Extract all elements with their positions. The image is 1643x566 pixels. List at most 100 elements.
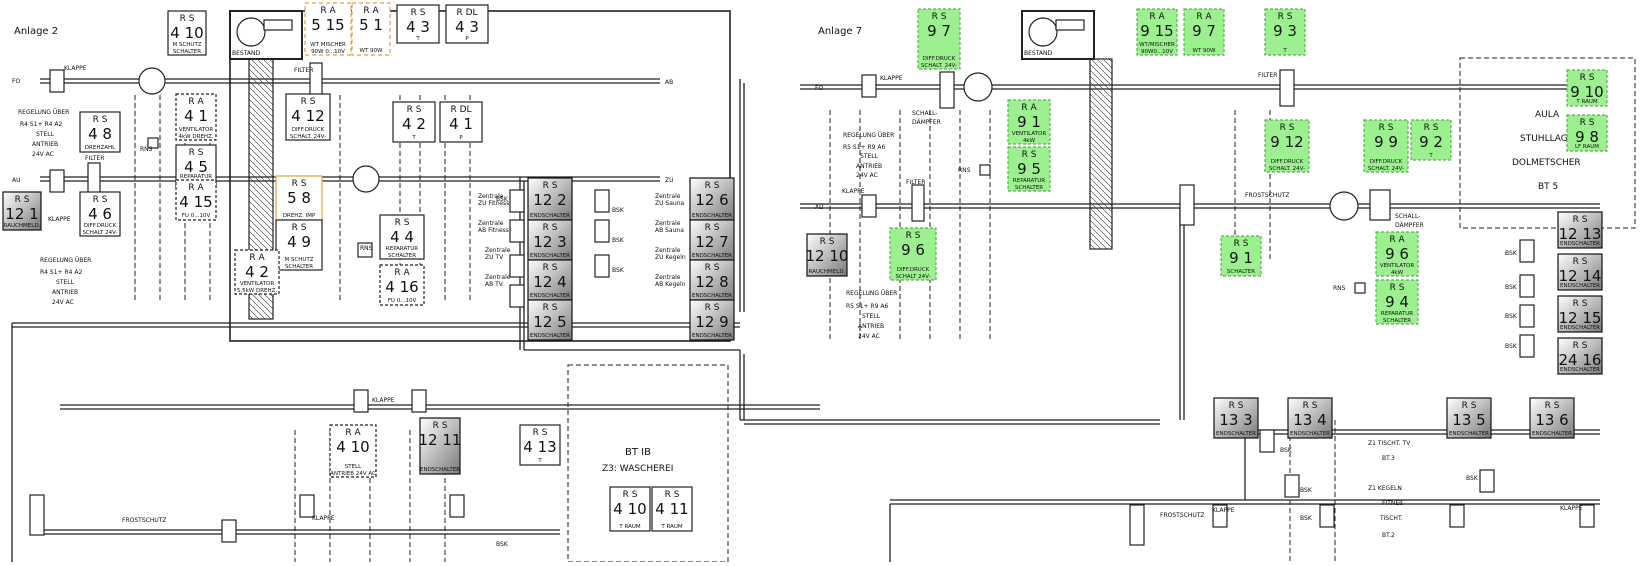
box-caption: ENDSCHALTER xyxy=(530,253,570,259)
box-caption: VENTILATOR xyxy=(179,127,214,133)
box-caption: T xyxy=(415,36,420,42)
box-caption: SCHALTER xyxy=(1015,185,1043,191)
box-header: R S xyxy=(1580,118,1595,128)
z-zu-fitness-2: ZU Fitness xyxy=(478,200,509,207)
box-value: 12 13 xyxy=(1559,225,1602,243)
box-value: 9 9 xyxy=(1374,133,1398,151)
label-bsk-7d: BSK xyxy=(1505,343,1518,350)
box-caption: SCHALT 24V- xyxy=(82,230,117,236)
label-bsk-7f: BSK xyxy=(1300,487,1313,494)
aula-2: STUHLLAGER xyxy=(1520,134,1580,144)
box-header: R S xyxy=(932,12,947,22)
anlage7-ducts xyxy=(800,84,1600,562)
box-value: 9 8 xyxy=(1575,128,1599,146)
box-value: 5 8 xyxy=(287,189,311,207)
box-caption: T RAUM xyxy=(660,524,682,530)
box-header: R S xyxy=(433,421,448,431)
box-header: R S xyxy=(1390,283,1405,293)
datapoint-b413: R S4 13T xyxy=(519,424,561,466)
datapoint-b43b: R DL4 3P xyxy=(445,4,489,44)
box-header: R S xyxy=(407,105,422,115)
z-ab-tv-1: Zentrale xyxy=(485,274,511,281)
tisch-tv-2: BT.3 xyxy=(1382,455,1395,462)
box-header: R S xyxy=(543,181,558,191)
box-caption: LF RAUM xyxy=(1575,144,1599,150)
box-value: 13 5 xyxy=(1452,411,1485,429)
box-value: 9 6 xyxy=(901,241,925,259)
reg2b-1: REGELUNG ÜBER xyxy=(40,257,91,264)
box-caption: 4kW xyxy=(1391,270,1404,276)
label-bsk-7h: BSK xyxy=(1466,475,1479,482)
box-value: 4 9 xyxy=(287,233,311,251)
box-caption: SCHALTER xyxy=(285,264,313,270)
box-value: 5 1 xyxy=(359,16,383,34)
label-klappe-4: KLAPPE xyxy=(312,515,335,522)
box-caption: ENDSCHALTER xyxy=(530,213,570,219)
box-caption: FU 0...10V xyxy=(388,298,417,304)
label-filter-2: FILTER xyxy=(85,155,104,162)
anlage2-equipment xyxy=(29,10,731,543)
box-caption: WT 90W xyxy=(1193,48,1217,54)
box-header: R S xyxy=(705,263,720,273)
z-zu-tv-2: ZU TV xyxy=(485,254,504,261)
reg2-4: ANTRIEB xyxy=(32,141,58,148)
z-ab-fitness-2: AB Fitness xyxy=(478,227,509,234)
box-header: R S xyxy=(705,223,720,233)
label-bsk-7c: BSK xyxy=(1505,313,1518,320)
label-rns-7b: RNS xyxy=(1333,285,1346,292)
box-caption: ENDSCHALTER xyxy=(1449,431,1489,437)
box-caption: DREHZ. IMP xyxy=(283,213,316,219)
box-value: 4 10 xyxy=(336,438,369,456)
box-caption: T xyxy=(411,135,416,141)
box-value: 12 7 xyxy=(695,233,728,251)
box-header: R S xyxy=(1462,401,1477,411)
box-header: R S xyxy=(411,8,426,18)
z-ab-kegeln-1: Zentrale xyxy=(655,274,681,281)
box-caption: WT/MISCHER xyxy=(1139,42,1175,48)
box-caption: ENDSCHALTER xyxy=(1560,325,1600,331)
box-header: R S xyxy=(906,231,921,241)
reg2-3: STELL xyxy=(36,131,55,138)
box-value: 9 15 xyxy=(1140,22,1173,40)
z-zu-sauna-1: Zentrale xyxy=(655,193,681,200)
box-caption: DIFF.DRUCK xyxy=(1370,159,1403,165)
box-header: R A xyxy=(345,428,361,438)
box-header: R S xyxy=(1234,239,1249,249)
label-klappe-7a: KLAPPE xyxy=(880,75,903,82)
box-value: 12 15 xyxy=(1559,309,1602,327)
box-header: R S xyxy=(705,303,720,313)
box-caption: ENDSCHALTER xyxy=(1216,431,1256,437)
box-caption: T RAUM xyxy=(618,524,640,530)
box-caption: SCHALT. 24V- xyxy=(290,134,326,140)
box-caption: ENDSCHALTER xyxy=(692,253,732,259)
box-caption: 4kW xyxy=(1023,138,1036,144)
box-value: 4 10 xyxy=(170,24,203,42)
label-rns-7a: RNS xyxy=(958,167,971,174)
section-anlage2: Anlage 2 xyxy=(14,26,58,37)
box-value: 4 2 xyxy=(245,263,269,281)
tisch-tv-1: Z1 TISCHT. TV xyxy=(1368,440,1411,447)
box-value: 9 7 xyxy=(927,22,951,40)
box-caption: T RAUM xyxy=(1575,99,1597,105)
box-header: R S xyxy=(1280,123,1295,133)
box-header: R A xyxy=(394,268,410,278)
reg7-5: 24V AC xyxy=(858,333,880,340)
box-caption: T xyxy=(1282,48,1287,54)
box-header: R S xyxy=(1573,215,1588,225)
box-value: 9 10 xyxy=(1570,83,1603,101)
box-caption: 90W 0...10V xyxy=(311,49,345,55)
box-value: 9 1 xyxy=(1017,113,1041,131)
box-caption: ENDSCHALTER xyxy=(530,333,570,339)
box-caption: SCHALT. 24V- xyxy=(921,63,957,69)
box-value: 4 5 xyxy=(184,158,208,176)
